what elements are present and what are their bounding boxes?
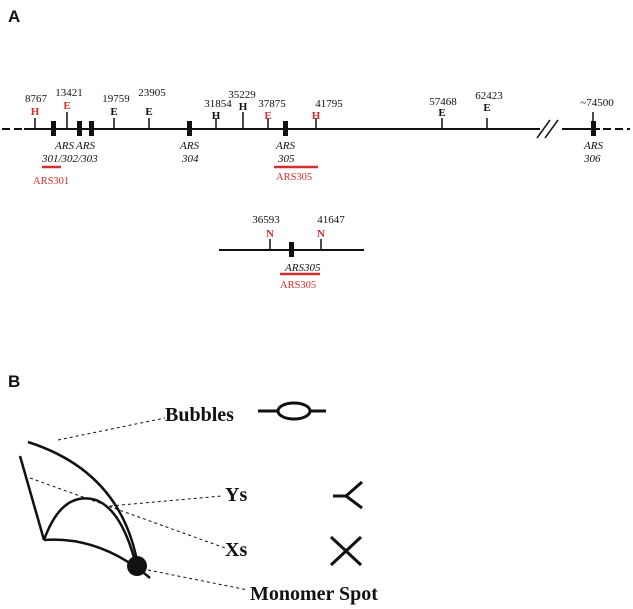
map-break-mark-1 xyxy=(536,119,551,139)
site-enzyme: H xyxy=(239,101,248,113)
ars-box-301 xyxy=(51,121,56,136)
ars-label: ARS xyxy=(275,140,295,152)
ars-box-303 xyxy=(89,121,94,136)
site-position: 19759 xyxy=(102,93,130,105)
y-arc xyxy=(42,497,138,566)
site-position: 37875 xyxy=(258,98,286,110)
fragment-label: ARS305 xyxy=(276,172,312,183)
ars-label: 304 xyxy=(181,153,199,165)
label-ys: Ys xyxy=(225,484,247,506)
ars-label: ARS xyxy=(75,140,95,152)
site-enzyme-red: H xyxy=(31,106,40,118)
ars-label: ARS xyxy=(54,140,74,152)
site-enzyme: E xyxy=(483,102,490,114)
leader-bubbles xyxy=(57,417,166,441)
monomer-spot xyxy=(127,556,147,576)
site-position: ~74500 xyxy=(580,97,614,109)
site-position: 57468 xyxy=(429,96,457,108)
fragment-label: ARS305 xyxy=(280,280,316,291)
leader-xs xyxy=(29,477,226,549)
panel-a-label: A xyxy=(8,7,20,26)
2d-gel-diagram: Bubbles Ys Xs Monomer Spot xyxy=(18,401,378,605)
arc-left-line xyxy=(18,455,46,541)
site-position: 41795 xyxy=(315,98,343,110)
y-icon xyxy=(333,480,363,510)
site-enzyme-red: E xyxy=(264,110,271,122)
site-enzyme: E xyxy=(145,106,152,118)
chromosome-map: 8767 13421 19759 23905 31854 35229 37875… xyxy=(2,87,630,187)
site-position: 41647 xyxy=(317,214,345,226)
site-enzyme-red: N xyxy=(266,228,274,240)
leader-monomer xyxy=(147,569,249,591)
subfragment-map: 36593 41647 N N ARS305 ARS305 xyxy=(219,214,364,291)
site-enzyme-red: N xyxy=(317,228,325,240)
fragment-label: ARS301 xyxy=(33,176,69,187)
site-position: 13421 xyxy=(55,87,83,99)
label-bubbles: Bubbles xyxy=(165,404,234,426)
site-position: 23905 xyxy=(138,87,166,99)
ars-box-302 xyxy=(77,121,82,136)
ars-label: ARS xyxy=(583,140,603,152)
site-enzyme: E xyxy=(110,106,117,118)
bubble-arc xyxy=(27,440,140,567)
ars-label: ARS xyxy=(179,140,199,152)
site-position: 8767 xyxy=(25,93,48,105)
ars-box-306 xyxy=(591,121,596,136)
x-icon xyxy=(329,535,363,567)
ars-label: 301/302/303 xyxy=(41,153,98,165)
panel-b-label: B xyxy=(8,372,20,391)
site-enzyme-red: E xyxy=(63,100,70,112)
ars-box-305 xyxy=(283,121,288,136)
ars-box-304 xyxy=(187,121,192,136)
ars-box-305 xyxy=(289,242,294,257)
bubble-icon xyxy=(258,401,326,421)
ars-label: 306 xyxy=(583,153,601,165)
site-position: 35229 xyxy=(228,89,256,101)
site-enzyme: E xyxy=(438,107,445,119)
leader-ys xyxy=(109,495,223,507)
label-xs: Xs xyxy=(225,539,247,561)
site-position: 31854 xyxy=(204,98,232,110)
ars-label: 305 xyxy=(277,153,295,165)
site-enzyme: H xyxy=(212,110,221,122)
map-break-mark-2 xyxy=(544,119,559,139)
ars-label: ARS305 xyxy=(284,262,321,274)
site-position: 62423 xyxy=(475,90,503,102)
site-position: 36593 xyxy=(252,214,280,226)
label-monomer-spot: Monomer Spot xyxy=(250,583,378,605)
site-enzyme-red: H xyxy=(312,110,321,122)
